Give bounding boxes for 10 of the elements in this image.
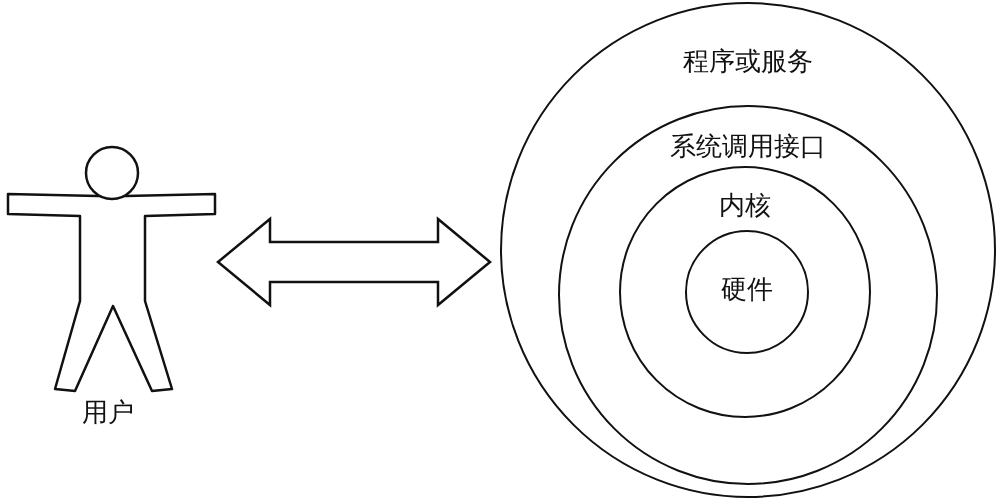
inner-ring [684,229,809,354]
middle-ring [619,166,871,418]
ring-label: 程序或服务 [683,45,813,78]
outer-ring [500,2,996,498]
double-arrow [216,216,492,308]
middle-ring [557,104,938,485]
ring-label: 硬件 [720,272,773,306]
ring-label: 内核 [719,189,771,222]
ring-label: 系统调用接口 [669,129,826,163]
person-label: 用户 [81,396,134,429]
